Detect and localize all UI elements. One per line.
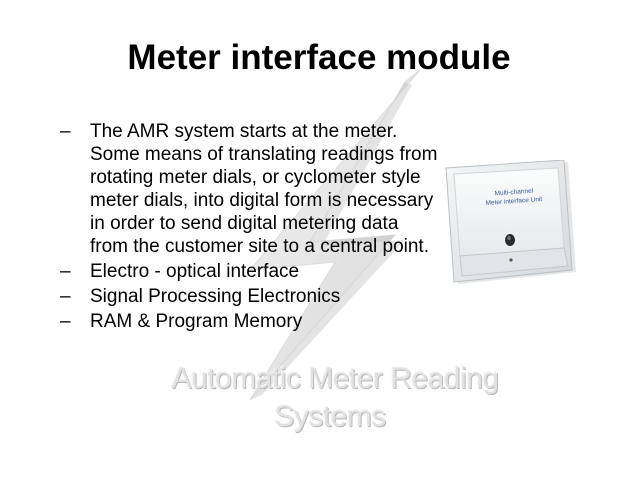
bullet-text: The AMR system starts at the meter. Some… — [90, 121, 438, 257]
device-label-line-2: Meter interface Unit — [485, 196, 542, 207]
bullet-marker: – — [60, 121, 71, 142]
meter-interface-unit-image: Multi-channel Meter interface Unit — [445, 160, 576, 284]
bullet-item: – Electro - optical interface — [60, 260, 440, 283]
optical-port-icon — [505, 234, 515, 246]
bullet-marker: – — [60, 286, 71, 307]
bullet-item: – Signal Processing Electronics — [60, 285, 440, 308]
watermark-line-1: Automatic Meter Reading — [171, 362, 500, 395]
bullet-item: – RAM & Program Memory — [60, 310, 440, 333]
bullet-text: Electro - optical interface — [90, 261, 300, 282]
bullet-item: – The AMR system starts at the meter. So… — [60, 120, 440, 258]
watermark-line-2: Systems — [274, 400, 386, 433]
bullet-marker: – — [60, 261, 71, 282]
bullet-marker: – — [60, 311, 71, 332]
bullet-list: – The AMR system starts at the meter. So… — [60, 120, 440, 335]
slide-title: Meter interface module — [127, 38, 511, 77]
bullet-text: Signal Processing Electronics — [90, 286, 341, 307]
watermark-text: Automatic Meter Reading Systems — [160, 362, 500, 434]
screw-icon — [509, 258, 513, 262]
bullet-text: RAM & Program Memory — [90, 311, 303, 332]
device-label-line-1: Multi-channel — [494, 188, 534, 198]
